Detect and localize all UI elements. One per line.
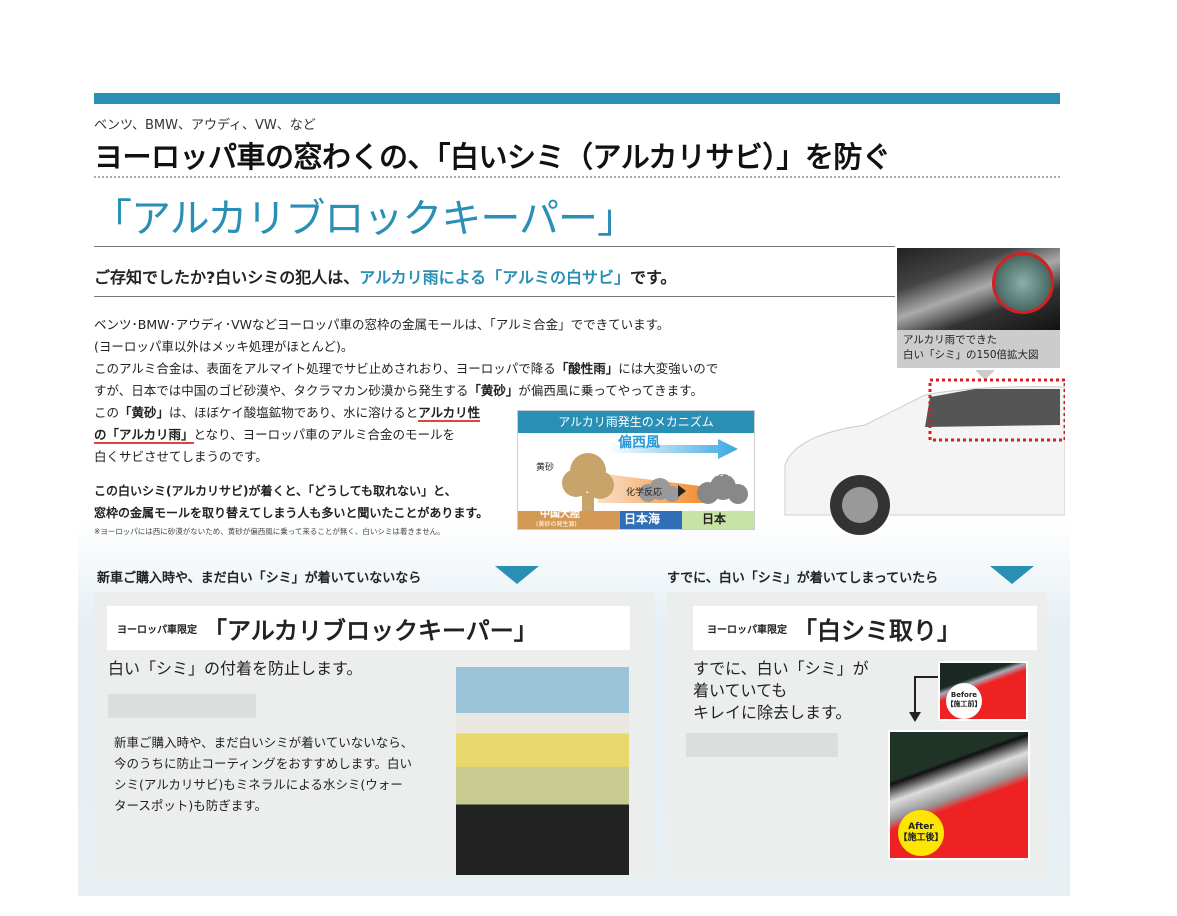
left-panel: ヨーロッパ車限定「アルカリブロックキーパー」 白い「シミ」の付着を防止します。 … xyxy=(94,592,655,875)
text: このアルミ合金は、表面をアルマイト処理でサビ止めされおり、ヨーロッパで降る xyxy=(94,361,556,376)
body-line: 今のうちに防止コーティングをおすすめします。白い xyxy=(114,756,413,771)
reaction-cloud xyxy=(639,478,680,502)
magnified-stain-photo xyxy=(897,248,1060,330)
after-badge: After【施工後】 xyxy=(898,810,944,856)
arrow-down-icon xyxy=(495,566,539,584)
alkaline-rain-term: の「アルカリ雨」 xyxy=(94,427,194,444)
kosa-term: 「黄砂」 xyxy=(468,383,519,398)
china-label: 中国大陸 xyxy=(540,509,580,520)
arrow-down-icon xyxy=(909,676,941,722)
bold-line: 窓枠の金属モールを取り替えてしまう人も多いと聞いたことがあります。 xyxy=(94,506,489,520)
after-photo: After【施工後】 xyxy=(888,730,1030,860)
body-line: ベンツ･BMW･アウディ･VWなどヨーロッパ車の窓枠の金属モールは、「アルミ合金… xyxy=(94,317,670,332)
body-line: すが、日本では中国のゴビ砂漠や、タクラマカン砂漠から発生する「黄砂」が偏西風に乗… xyxy=(94,380,718,402)
text: すが、日本では中国のゴビ砂漠や、タクラマカン砂漠から発生する xyxy=(94,383,469,398)
divider xyxy=(94,296,895,297)
right-panel-title: ヨーロッパ車限定「白シミ取り」 xyxy=(693,606,1037,650)
service-name: 「白シミ取り」 xyxy=(793,616,961,645)
subtitle: ベンツ、BMW、アウディ、VW、など xyxy=(94,118,316,133)
kosa-label: 黄砂 xyxy=(536,463,555,473)
body-line: シミ(アルカリサビ)もミネラルによる水シミ(ウォー xyxy=(114,777,403,792)
diagram-title: アルカリ雨発生のメカニズム xyxy=(518,411,754,433)
body-line: 新車ご購入時や、まだ白いシミが着いていないなら、 xyxy=(114,735,414,750)
bold-line: この白いシミ(アルカリサビ)が着くと、「どうしても取れない」と、 xyxy=(94,484,457,498)
text: となり、ヨーロッパ車のアルミ合金のモールを xyxy=(193,427,456,442)
left-section-heading: 新車ご購入時や、まだ白い「シミ」が着いていないなら xyxy=(97,571,422,586)
text: この xyxy=(94,405,120,420)
photo-caption: アルカリ雨でできた 白い「シミ」の150倍拡大図 xyxy=(897,330,1060,368)
before-label: Before xyxy=(950,691,978,699)
rain-cloud xyxy=(697,474,748,504)
caption-line: アルカリ雨でできた xyxy=(903,334,998,346)
mechanism-diagram: アルカリ雨発生のメカニズム 黄砂 偏西風 化学反応 アルカリ雨 中国大陸 (黄砂… xyxy=(517,410,755,530)
body-text: ベンツ･BMW･アウディ･VWなどヨーロッパ車の窓枠の金属モールは、「アルミ合金… xyxy=(94,314,718,468)
after-label: After xyxy=(908,822,934,832)
body-line: タースポット)も防ぎます。 xyxy=(114,798,268,813)
question-highlight: アルカリ雨による「アルミの白サビ」 xyxy=(359,268,631,287)
dotted-divider xyxy=(94,176,1060,178)
right-panel: ヨーロッパ車限定「白シミ取り」 すでに、白い「シミ」が 着いていても キレイに除… xyxy=(667,592,1047,875)
wind-label: 偏西風 xyxy=(618,435,660,451)
japan-label: 日本 xyxy=(702,512,727,526)
limited-label: ヨーロッパ車限定 xyxy=(707,624,787,636)
arrow-down-icon xyxy=(990,566,1034,584)
body-line: の「アルカリ雨」となり、ヨーロッパ車のアルミ合金のモールを xyxy=(94,424,718,446)
triangle-arrow xyxy=(678,485,686,497)
limited-label: ヨーロッパ車限定 xyxy=(117,624,197,636)
reaction-label: 化学反応 xyxy=(626,488,663,498)
left-panel-title: ヨーロッパ車限定「アルカリブロックキーパー」 xyxy=(107,606,630,650)
left-panel-body: 新車ご購入時や、まだ白いシミが着いていないなら、 今のうちに防止コーティングをお… xyxy=(114,732,413,816)
acid-rain-term: 「酸性雨」 xyxy=(555,361,619,376)
car-illustration xyxy=(784,370,1065,535)
product-name: 「アルカリブロックキーパー」 xyxy=(92,196,637,242)
alkaline-term: アルカリ性 xyxy=(418,405,481,422)
after-jp-label: 【施工後】 xyxy=(898,833,944,843)
lead-text: 白い「シミ」の付着を防止します。 xyxy=(108,659,363,678)
question-heading: ご存知でしたか?白いシミの犯人は、アルカリ雨による「アルミの白サビ」です。 xyxy=(94,264,676,288)
before-photo: Before【施工前】 xyxy=(938,661,1028,721)
china-ground xyxy=(518,511,620,529)
lead-line: すでに、白い「シミ」が xyxy=(693,659,869,678)
rain-label: アルカリ雨 xyxy=(698,469,743,479)
bold-statement: この白いシミ(アルカリサビ)が着くと、「どうしても取れない」と、 窓枠の金属モー… xyxy=(94,480,488,524)
footnote: ※ヨーロッパには西に砂漠がないため、黄砂が偏西風に乗って来ることが無く、白いシミ… xyxy=(94,527,445,536)
page-title: ヨーロッパ車の窓わくの、「白いシミ（アルカリサビ）」を防ぐ xyxy=(94,140,891,174)
divider xyxy=(94,246,895,247)
placeholder-box xyxy=(108,694,256,718)
wind-arrow xyxy=(608,439,738,459)
question-end: です。 xyxy=(630,268,677,287)
body-line: 白くサビさせてしまうのです。 xyxy=(94,449,268,464)
china-sublabel: (黄砂の発生源) xyxy=(536,521,577,528)
caption-line: 白い「シミ」の150倍拡大図 xyxy=(903,349,1039,361)
before-jp-label: 【施工前】 xyxy=(946,700,982,708)
diagram-illustration xyxy=(518,439,754,529)
before-badge: Before【施工前】 xyxy=(946,683,982,719)
product-name: 「アルカリブロックキーパー」 xyxy=(203,616,538,645)
sand-cloud xyxy=(562,453,614,513)
text: には大変強いので xyxy=(618,361,719,376)
coating-photo xyxy=(456,667,629,875)
kosa-term: 「黄砂」 xyxy=(119,405,170,420)
body-line: (ヨーロッパ車以外はメッキ処理がほとんど)。 xyxy=(94,339,354,354)
japan-ground xyxy=(682,511,754,529)
magnifier-circle xyxy=(992,252,1054,314)
lead-text: すでに、白い「シミ」が 着いていても キレイに除去します。 xyxy=(693,658,869,724)
lead-line: キレイに除去します。 xyxy=(693,703,852,722)
sea xyxy=(620,511,682,529)
text: が偏西風に乗ってやってきます。 xyxy=(518,383,704,398)
top-accent-bar xyxy=(94,93,1060,104)
right-section-heading: すでに、白い「シミ」が着いてしまっていたら xyxy=(667,571,939,586)
body-line: このアルミ合金は、表面をアルマイト処理でサビ止めされおり、ヨーロッパで降る「酸性… xyxy=(94,358,718,380)
question-text: ご存知でしたか?白いシミの犯人は、 xyxy=(94,268,360,287)
lead-line: 着いていても xyxy=(693,681,788,700)
placeholder-box xyxy=(686,733,838,757)
text: は、ほぼケイ酸塩鉱物であり、水に溶けると xyxy=(169,405,419,420)
body-line: この「黄砂」は、ほぼケイ酸塩鉱物であり、水に溶けるとアルカリ性 xyxy=(94,402,718,424)
sea-label: 日本海 xyxy=(624,512,661,526)
